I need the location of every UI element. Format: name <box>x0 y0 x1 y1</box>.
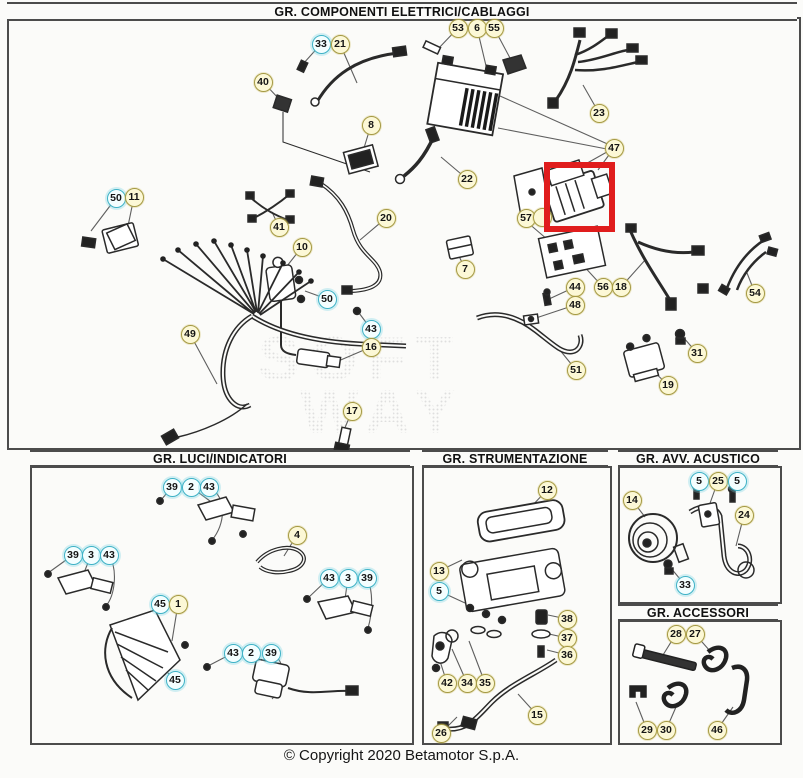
callout-3[interactable]: 3 <box>338 568 358 588</box>
callout-35[interactable]: 35 <box>475 673 495 693</box>
callout-18[interactable]: 18 <box>611 277 631 297</box>
copyright-footer: © Copyright 2020 Betamotor S.p.A. <box>283 747 520 764</box>
callout-13[interactable]: 13 <box>429 561 449 581</box>
callout-38[interactable]: 38 <box>557 609 577 629</box>
panel-box-electrical <box>7 17 801 450</box>
callout-44[interactable]: 44 <box>565 277 585 297</box>
callout-43[interactable]: 43 <box>223 643 243 663</box>
callout-39[interactable]: 39 <box>162 477 182 497</box>
callout-19[interactable]: 19 <box>658 375 678 395</box>
callout-16[interactable]: 16 <box>361 337 381 357</box>
callout-5[interactable]: 5 <box>429 581 449 601</box>
callout-5[interactable]: 5 <box>727 471 747 491</box>
callout-20[interactable]: 20 <box>376 208 396 228</box>
callout-21[interactable]: 21 <box>330 34 350 54</box>
callout-2[interactable]: 2 <box>181 477 201 497</box>
panel-title-accessories: GR. ACCESSORI <box>618 604 778 621</box>
callout-36[interactable]: 36 <box>557 645 577 665</box>
callout-43[interactable]: 43 <box>319 568 339 588</box>
callout-25[interactable]: 25 <box>708 471 728 491</box>
callout-22[interactable]: 22 <box>457 169 477 189</box>
callout-46[interactable]: 46 <box>707 720 727 740</box>
callout-34[interactable]: 34 <box>457 673 477 693</box>
panel-title-instruments: GR. STRUMENTAZIONE <box>422 450 608 467</box>
callout-50[interactable]: 50 <box>317 289 337 309</box>
callout-39[interactable]: 39 <box>63 545 83 565</box>
callout-31[interactable]: 31 <box>687 343 707 363</box>
callout-30[interactable]: 30 <box>656 720 676 740</box>
callout-55[interactable]: 55 <box>484 18 504 38</box>
callout-5[interactable]: 5 <box>689 471 709 491</box>
callout-45[interactable]: 45 <box>150 594 170 614</box>
callout-12[interactable]: 12 <box>537 480 557 500</box>
callout-56[interactable]: 56 <box>593 277 613 297</box>
callout-23[interactable]: 23 <box>589 103 609 123</box>
highlight-box <box>544 162 615 232</box>
callout-39[interactable]: 39 <box>261 643 281 663</box>
callout-7[interactable]: 7 <box>455 259 475 279</box>
callout-47[interactable]: 47 <box>604 138 624 158</box>
panel-box-lights <box>30 466 414 745</box>
callout-4[interactable]: 4 <box>287 525 307 545</box>
panel-title-lights: GR. LUCI/INDICATORI <box>30 450 410 467</box>
callout-41[interactable]: 41 <box>269 217 289 237</box>
callout-28[interactable]: 28 <box>666 624 686 644</box>
callout-14[interactable]: 14 <box>622 490 642 510</box>
panel-title-electrical-text: GR. COMPONENTI ELETTRICI/CABLAGGI <box>274 4 530 19</box>
callout-2[interactable]: 2 <box>241 643 261 663</box>
callout-51[interactable]: 51 <box>566 360 586 380</box>
callout-43[interactable]: 43 <box>199 477 219 497</box>
callout-39[interactable]: 39 <box>357 568 377 588</box>
callout-33[interactable]: 33 <box>311 34 331 54</box>
callout-6[interactable]: 6 <box>467 18 487 38</box>
panel-title-horn: GR. AVV. ACUSTICO <box>618 450 778 467</box>
callout-43[interactable]: 43 <box>361 319 381 339</box>
callout-53[interactable]: 53 <box>448 18 468 38</box>
callout-48[interactable]: 48 <box>565 295 585 315</box>
callout-26[interactable]: 26 <box>431 723 451 743</box>
panel-box-accessories <box>618 620 782 745</box>
panel-title-horn-text: GR. AVV. ACUSTICO <box>635 451 761 466</box>
callout-10[interactable]: 10 <box>292 237 312 257</box>
callout-42[interactable]: 42 <box>437 673 457 693</box>
panel-title-electrical: GR. COMPONENTI ELETTRICI/CABLAGGI <box>7 2 797 21</box>
callout-27[interactable]: 27 <box>685 624 705 644</box>
callout-33[interactable]: 33 <box>675 575 695 595</box>
callout-29[interactable]: 29 <box>637 720 657 740</box>
panel-title-accessories-text: GR. ACCESSORI <box>646 605 750 620</box>
panel-title-lights-text: GR. LUCI/INDICATORI <box>153 451 287 466</box>
callout-8[interactable]: 8 <box>361 115 381 135</box>
panel-title-instruments-text: GR. STRUMENTAZIONE <box>442 451 588 466</box>
callout-15[interactable]: 15 <box>527 705 547 725</box>
callout-40[interactable]: 40 <box>253 72 273 92</box>
panel-box-instruments <box>422 466 612 745</box>
callout-17[interactable]: 17 <box>342 401 362 421</box>
callout-54[interactable]: 54 <box>745 283 765 303</box>
callout-45[interactable]: 45 <box>165 670 185 690</box>
panel-box-horn <box>618 466 782 604</box>
callout-3[interactable]: 3 <box>81 545 101 565</box>
callout-37[interactable]: 37 <box>557 628 577 648</box>
callout-11[interactable]: 11 <box>124 187 144 207</box>
callout-43[interactable]: 43 <box>99 545 119 565</box>
callout-50[interactable]: 50 <box>106 188 126 208</box>
callout-49[interactable]: 49 <box>180 324 200 344</box>
callout-24[interactable]: 24 <box>734 505 754 525</box>
callout-1[interactable]: 1 <box>168 594 188 614</box>
